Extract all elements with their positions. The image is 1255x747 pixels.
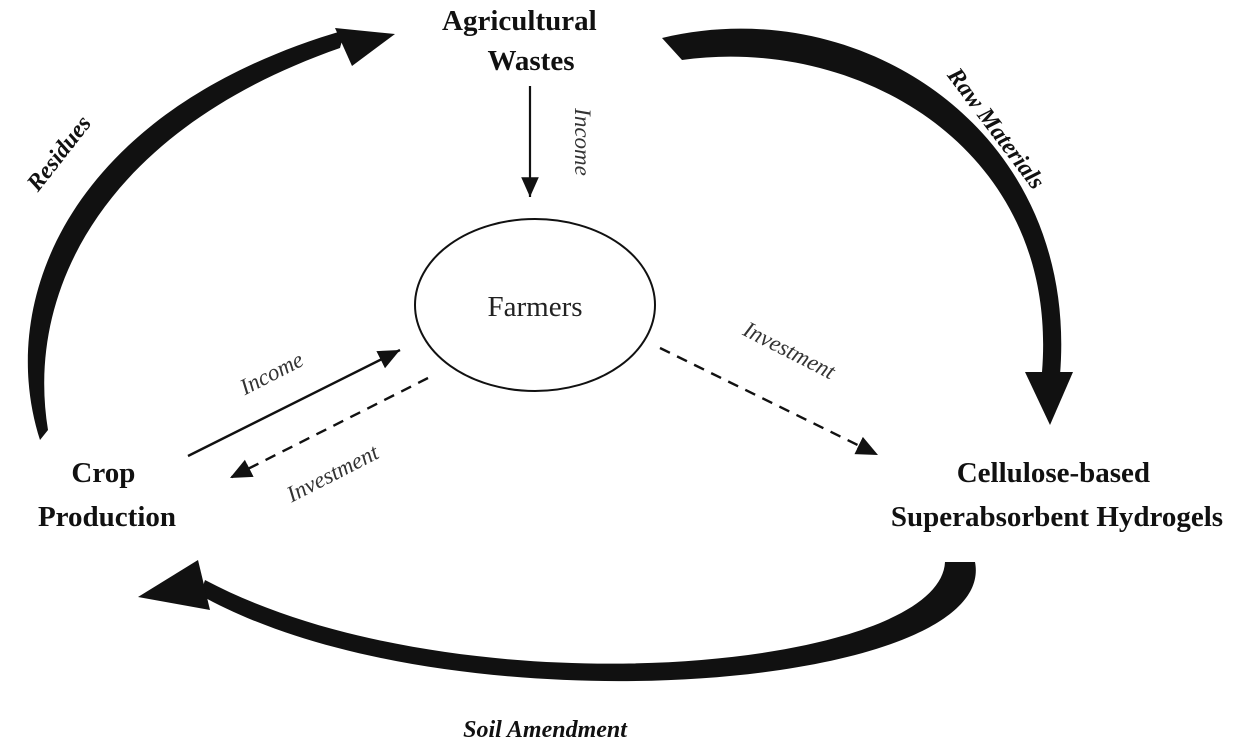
soil-amendment-label: Soil Amendment xyxy=(463,717,628,743)
income-wastes-label: Income xyxy=(570,107,595,176)
hydrogels-label: Cellulose-based Superabsorbent Hydrogels xyxy=(891,457,1223,533)
income-crop-label: Income xyxy=(235,347,308,400)
farmers-ellipse xyxy=(414,218,656,392)
raw-materials-arrow xyxy=(662,28,1073,425)
income-arrow-crop xyxy=(187,348,401,458)
residues-label: Residues xyxy=(22,111,97,197)
soil-amendment-arrow xyxy=(138,560,976,682)
farmers-label: Farmers xyxy=(487,291,582,323)
agricultural-wastes-label: Agricultural Wastes xyxy=(442,5,604,77)
investment-arrow-hydrogels xyxy=(659,346,879,457)
residues-arrow xyxy=(27,28,395,440)
investment-hydrogels-label: Investment xyxy=(738,316,840,384)
investment-crop-label: Investment xyxy=(282,439,384,507)
crop-production-label: Crop Production xyxy=(38,457,176,533)
